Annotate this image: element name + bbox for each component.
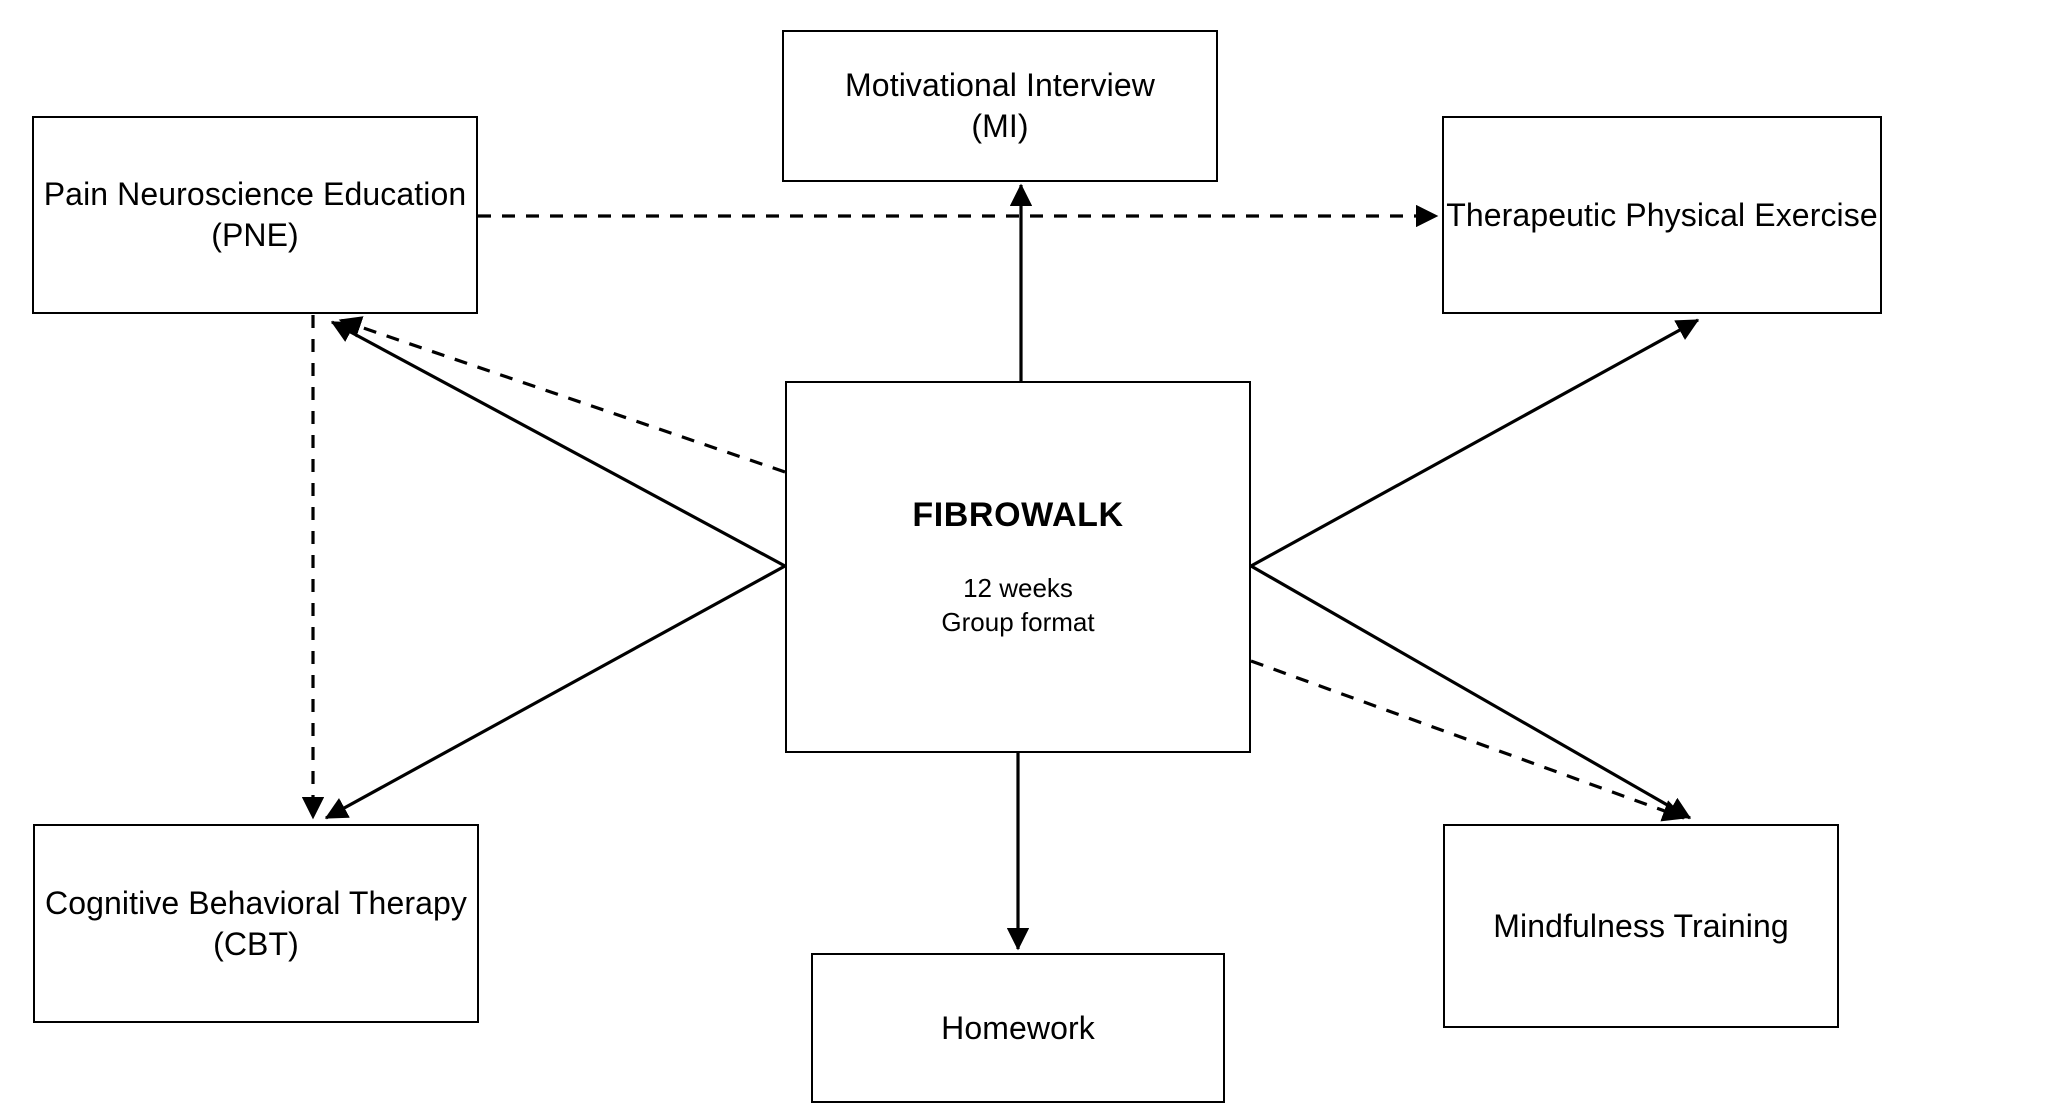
edge-fibrowalk-to-pne [330,320,786,568]
edge-fibrowalk-to-tpe [1250,318,1700,568]
edge-fibrowalk-to-mindfulness-dashed [1250,659,1686,822]
node-label-pne: Pain Neuroscience Education (PNE) [43,176,467,253]
node-mindfulness-training[interactable]: Mindfulness Training [1443,824,1839,1028]
node-label-tpe: Therapeutic Physical Exercise [1446,196,1878,233]
node-label-homework: Homework [941,1009,1095,1046]
edge-fibrowalk-to-cbt [324,564,786,820]
node-label-mindfulness: Mindfulness Training [1493,907,1789,944]
node-label-cbt: Cognitive Behavioral Therapy (CBT) [44,884,467,962]
node-sublabel-fibrowalk: 12 weeks Group format [941,572,1095,637]
node-fibrowalk[interactable]: FIBROWALK 12 weeks Group format [785,381,1251,753]
node-label-fibrowalk: FIBROWALK [912,496,1124,535]
node-cognitive-behavioral-therapy[interactable]: Cognitive Behavioral Therapy (CBT) [33,824,479,1023]
edge-fibrowalk-to-mindfulness [1250,564,1692,820]
node-homework[interactable]: Homework [811,953,1225,1103]
node-motivational-interview[interactable]: Motivational Interview (MI) [782,30,1218,182]
node-label-mi: Motivational Interview (MI) [845,67,1155,144]
edge-fibrowalk-to-pne-dashed [338,316,786,474]
node-pain-neuroscience-education[interactable]: Pain Neuroscience Education (PNE) [32,116,478,314]
node-therapeutic-physical-exercise[interactable]: Therapeutic Physical Exercise [1442,116,1882,314]
